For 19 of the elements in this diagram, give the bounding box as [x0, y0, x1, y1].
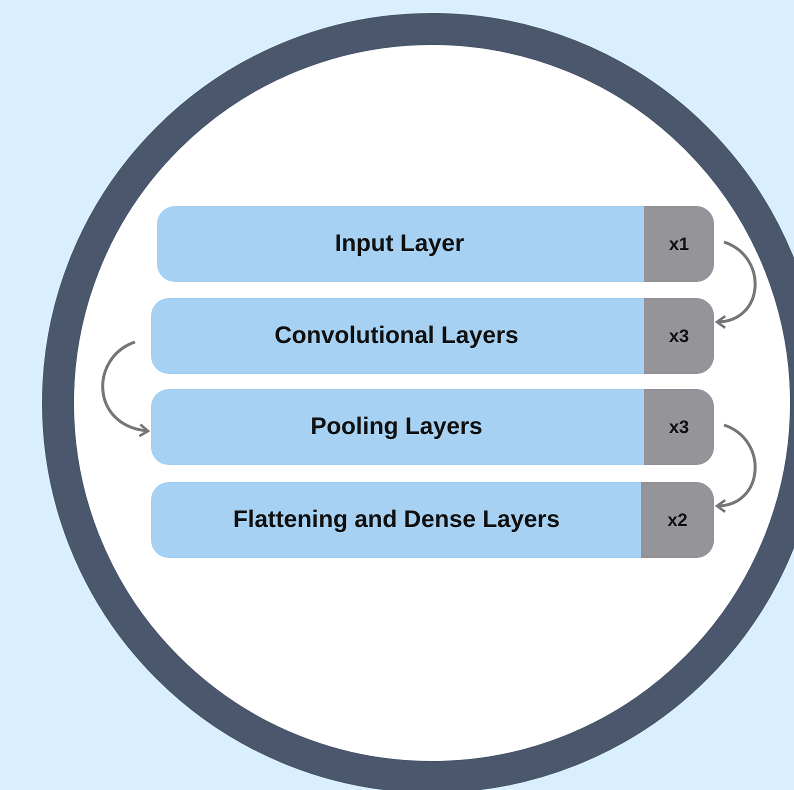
count-label: x1 [668, 234, 690, 254]
layer-label: Convolutional Layers [273, 322, 520, 350]
layer-bar [151, 298, 714, 374]
curved-arrow [101, 340, 150, 436]
count-label: x3 [668, 326, 690, 346]
layer-label: Pooling Layers [309, 413, 484, 441]
layer-bar [151, 482, 714, 558]
repeat-count-tab [644, 298, 714, 374]
layer-label: Input Layer [334, 230, 466, 258]
repeat-count-tab [644, 389, 714, 465]
count-label: x2 [667, 510, 688, 530]
repeat-count-tab [641, 482, 714, 558]
curved-arrow [716, 424, 756, 512]
curved-arrow [716, 240, 756, 328]
layer-bar [151, 389, 714, 465]
repeat-count-tab [644, 206, 714, 282]
layer-bar [157, 206, 714, 282]
count-label: x3 [668, 416, 690, 438]
layer-label: Flattening and Dense Layers [232, 506, 561, 534]
